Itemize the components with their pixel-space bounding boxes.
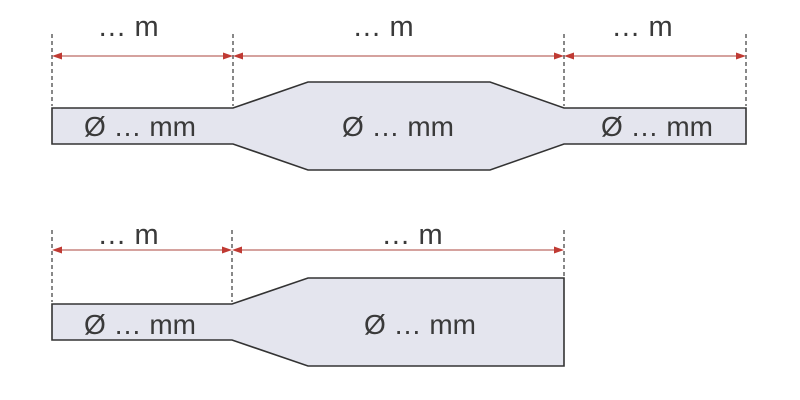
bottom-diagram: … m … m Ø … mm Ø … mm xyxy=(51,219,565,367)
dimension-arrow xyxy=(232,246,564,254)
diameter-label: Ø … mm xyxy=(364,309,476,340)
diameter-label: Ø … mm xyxy=(84,309,196,340)
dimension-arrow xyxy=(52,52,233,60)
dimension-arrow xyxy=(564,52,746,60)
diameter-label: Ø … mm xyxy=(342,111,454,142)
shaft-body xyxy=(51,277,565,367)
diameter-label: Ø … mm xyxy=(601,111,713,142)
length-label: … m xyxy=(352,11,413,43)
length-label: … m xyxy=(381,219,442,251)
top-diagram: … m … m … m Ø … mm Ø … mm Ø … mm xyxy=(51,11,747,171)
diameter-label: Ø … mm xyxy=(84,111,196,142)
length-label: … m xyxy=(611,11,672,43)
length-label: … m xyxy=(97,11,158,43)
length-label: … m xyxy=(97,219,158,251)
dimension-arrow xyxy=(233,52,564,60)
dimension-arrow xyxy=(52,246,232,254)
shaft-body xyxy=(51,81,747,171)
